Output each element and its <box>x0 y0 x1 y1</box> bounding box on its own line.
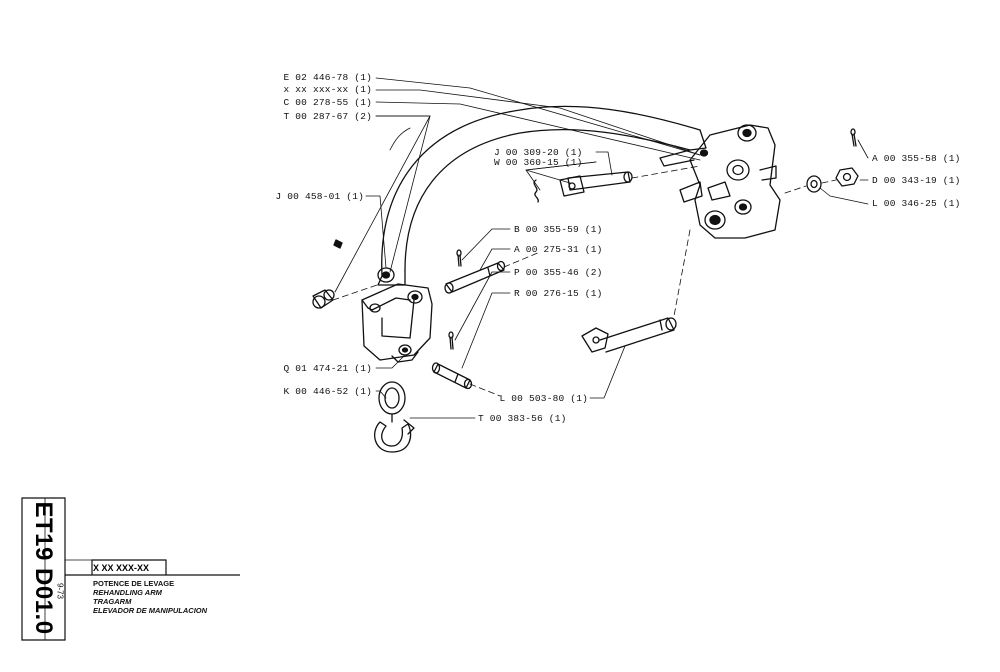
leader-lines <box>334 77 869 419</box>
spring-clip <box>533 179 539 203</box>
pin-upper <box>444 260 506 294</box>
castle-nut <box>835 167 859 187</box>
long-pin <box>581 317 677 353</box>
drawing-reference: ET19 D01.0 <box>25 498 61 638</box>
arm-lower-eye <box>377 267 395 283</box>
title-french: POTENCE DE LEVAGE <box>93 579 175 588</box>
swivel-hook <box>374 381 415 453</box>
callout-t-00287-67: T 00 287-67 (2) <box>283 111 372 122</box>
split-pin-nut <box>850 128 857 147</box>
bushing <box>312 289 335 309</box>
split-pin-lower <box>448 331 454 350</box>
callout-d-00343-19: D 00 343-19 (1) <box>872 175 961 186</box>
callout-p-00355-46: P 00 355-46 (2) <box>514 267 603 278</box>
title-block: X XX XXX-XX POTENCE DE LEVAGE REHANDLING… <box>75 557 245 627</box>
curved-arm <box>377 105 707 286</box>
callout-w-00360-15: W 00 360-15 (1) <box>494 157 583 168</box>
date-code: 9-73 <box>49 576 71 606</box>
assembly-axes <box>332 165 837 397</box>
callout-j-00309-20: J 00 309-20 (1) <box>494 147 583 158</box>
callout-q-01474-21: Q 01 474-21 (1) <box>283 363 372 374</box>
pin-lower <box>431 362 473 390</box>
title-english: REHANDLING ARM <box>93 588 162 597</box>
callout-t-00383-56: T 00 383-56 (1) <box>478 413 567 424</box>
callout-c-00278-55: C 00 278-55 (1) <box>283 97 372 108</box>
reference-code: ET19 D01.0 <box>30 501 57 635</box>
head-fitting <box>659 124 781 239</box>
callout-a-00275-31: A 00 275-31 (1) <box>514 244 603 255</box>
callout-l-00503-80: L 00 503-80 (1) <box>499 393 588 404</box>
callout-l-00346-25: L 00 346-25 (1) <box>872 198 961 209</box>
washer <box>806 175 822 193</box>
title-german: TRAGARM <box>93 597 132 606</box>
split-pin-upper <box>456 249 462 267</box>
assembly-part-number: X XX XXX-XX <box>93 563 150 573</box>
callout-a-00355-58: A 00 355-58 (1) <box>872 153 961 164</box>
main-pin <box>559 171 633 197</box>
callout-x-xx-xxx: x xx xxx-xx (1) <box>283 84 372 95</box>
grease-nipple <box>333 239 343 249</box>
callout-e-02446-78: E 02 446-78 (1) <box>283 72 372 83</box>
callout-k-00446-52: K 00 446-52 (1) <box>283 386 372 397</box>
title-spanish: ELEVADOR DE MANIPULACION <box>93 606 208 615</box>
clevis-bracket <box>361 283 433 363</box>
callout-j-00458-01: J 00 458-01 (1) <box>275 191 364 202</box>
callout-r-00276-15: R 00 276-15 (1) <box>514 288 603 299</box>
date-code-text: 9-73 <box>55 582 65 600</box>
callout-b-00355-59: B 00 355-59 (1) <box>514 224 603 235</box>
